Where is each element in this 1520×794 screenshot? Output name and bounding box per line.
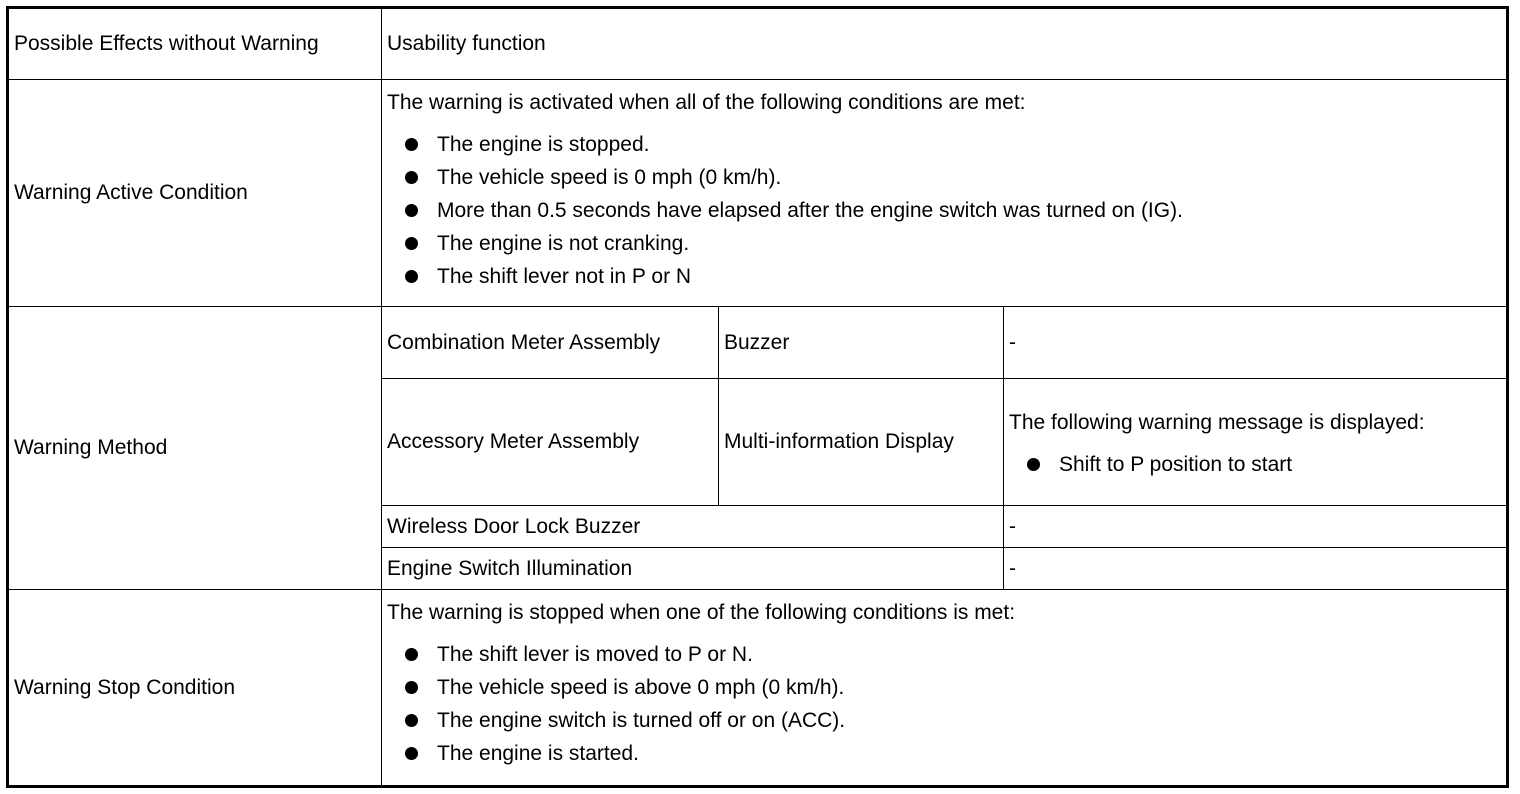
bullet-icon (405, 681, 418, 694)
active-condition-intro: The warning is activated when all of the… (387, 91, 1026, 114)
list-item: The engine switch is turned off or on (A… (405, 704, 1501, 737)
row-warning-method-meter: Warning Method Combination Meter Assembl… (7, 306, 1509, 590)
bullet-icon (405, 171, 418, 184)
list-item: More than 0.5 seconds have elapsed after… (405, 194, 1501, 227)
row-active-condition: Warning Active Condition The warning is … (7, 79, 1509, 307)
bullet-icon (405, 204, 418, 217)
list-item: The vehicle speed is 0 mph (0 km/h). (405, 161, 1501, 194)
list-item: The engine is not cranking. (405, 227, 1501, 260)
method-detail: - (1002, 547, 1509, 590)
method-detail: The following warning message is display… (1002, 378, 1509, 506)
stop-condition-intro: The warning is stopped when one of the f… (387, 601, 1016, 624)
active-condition-list: The engine is stopped. The vehicle speed… (387, 128, 1501, 293)
method-detail-intro: The following warning message is display… (1009, 410, 1425, 434)
list-item: The engine is started. (405, 737, 1501, 770)
method-component: Combination Meter Assembly (381, 306, 719, 379)
bullet-icon (405, 270, 418, 283)
stop-condition-content: The warning is stopped when one of the f… (380, 589, 1509, 787)
list-item: The vehicle speed is above 0 mph (0 km/h… (405, 671, 1501, 704)
method-component: Wireless Door Lock Buzzer (381, 505, 1004, 548)
warning-message-list: Shift to P position to start (1009, 448, 1501, 481)
stop-condition-list: The shift lever is moved to P or N. The … (387, 638, 1501, 770)
row-possible-effects: Possible Effects without Warning Usabili… (7, 7, 1509, 80)
warning-spec-table: Possible Effects without Warning Usabili… (6, 6, 1510, 788)
list-item: Shift to P position to start (1027, 448, 1501, 481)
list-item: The shift lever not in P or N (405, 260, 1501, 293)
method-detail: - (1002, 306, 1509, 379)
stop-condition-label: Warning Stop Condition (7, 589, 382, 787)
bullet-icon (405, 714, 418, 727)
bullet-icon (405, 138, 418, 151)
method-detail: - (1002, 505, 1509, 548)
method-component: Engine Switch Illumination (381, 547, 1004, 590)
list-item: The engine is stopped. (405, 128, 1501, 161)
active-condition-content: The warning is activated when all of the… (380, 79, 1509, 307)
method-device: Buzzer (718, 306, 1004, 379)
effects-label: Possible Effects without Warning (7, 7, 382, 80)
active-condition-label: Warning Active Condition (7, 79, 382, 307)
bullet-icon (1027, 457, 1040, 471)
method-component: Accessory Meter Assembly (381, 378, 719, 506)
effects-value: Usability function (380, 7, 1509, 80)
method-device: Multi-information Display (718, 378, 1004, 506)
warning-method-label: Warning Method (7, 306, 382, 590)
bullet-icon (405, 648, 418, 661)
bullet-icon (405, 747, 418, 760)
bullet-icon (405, 237, 418, 250)
row-stop-condition: Warning Stop Condition The warning is st… (7, 589, 1509, 787)
row-warning-method-accessory: Accessory Meter Assembly Multi-informati… (8, 378, 1509, 506)
list-item: The shift lever is moved to P or N. (405, 638, 1501, 671)
row-warning-method-door: Wireless Door Lock Buzzer - (8, 505, 1509, 548)
